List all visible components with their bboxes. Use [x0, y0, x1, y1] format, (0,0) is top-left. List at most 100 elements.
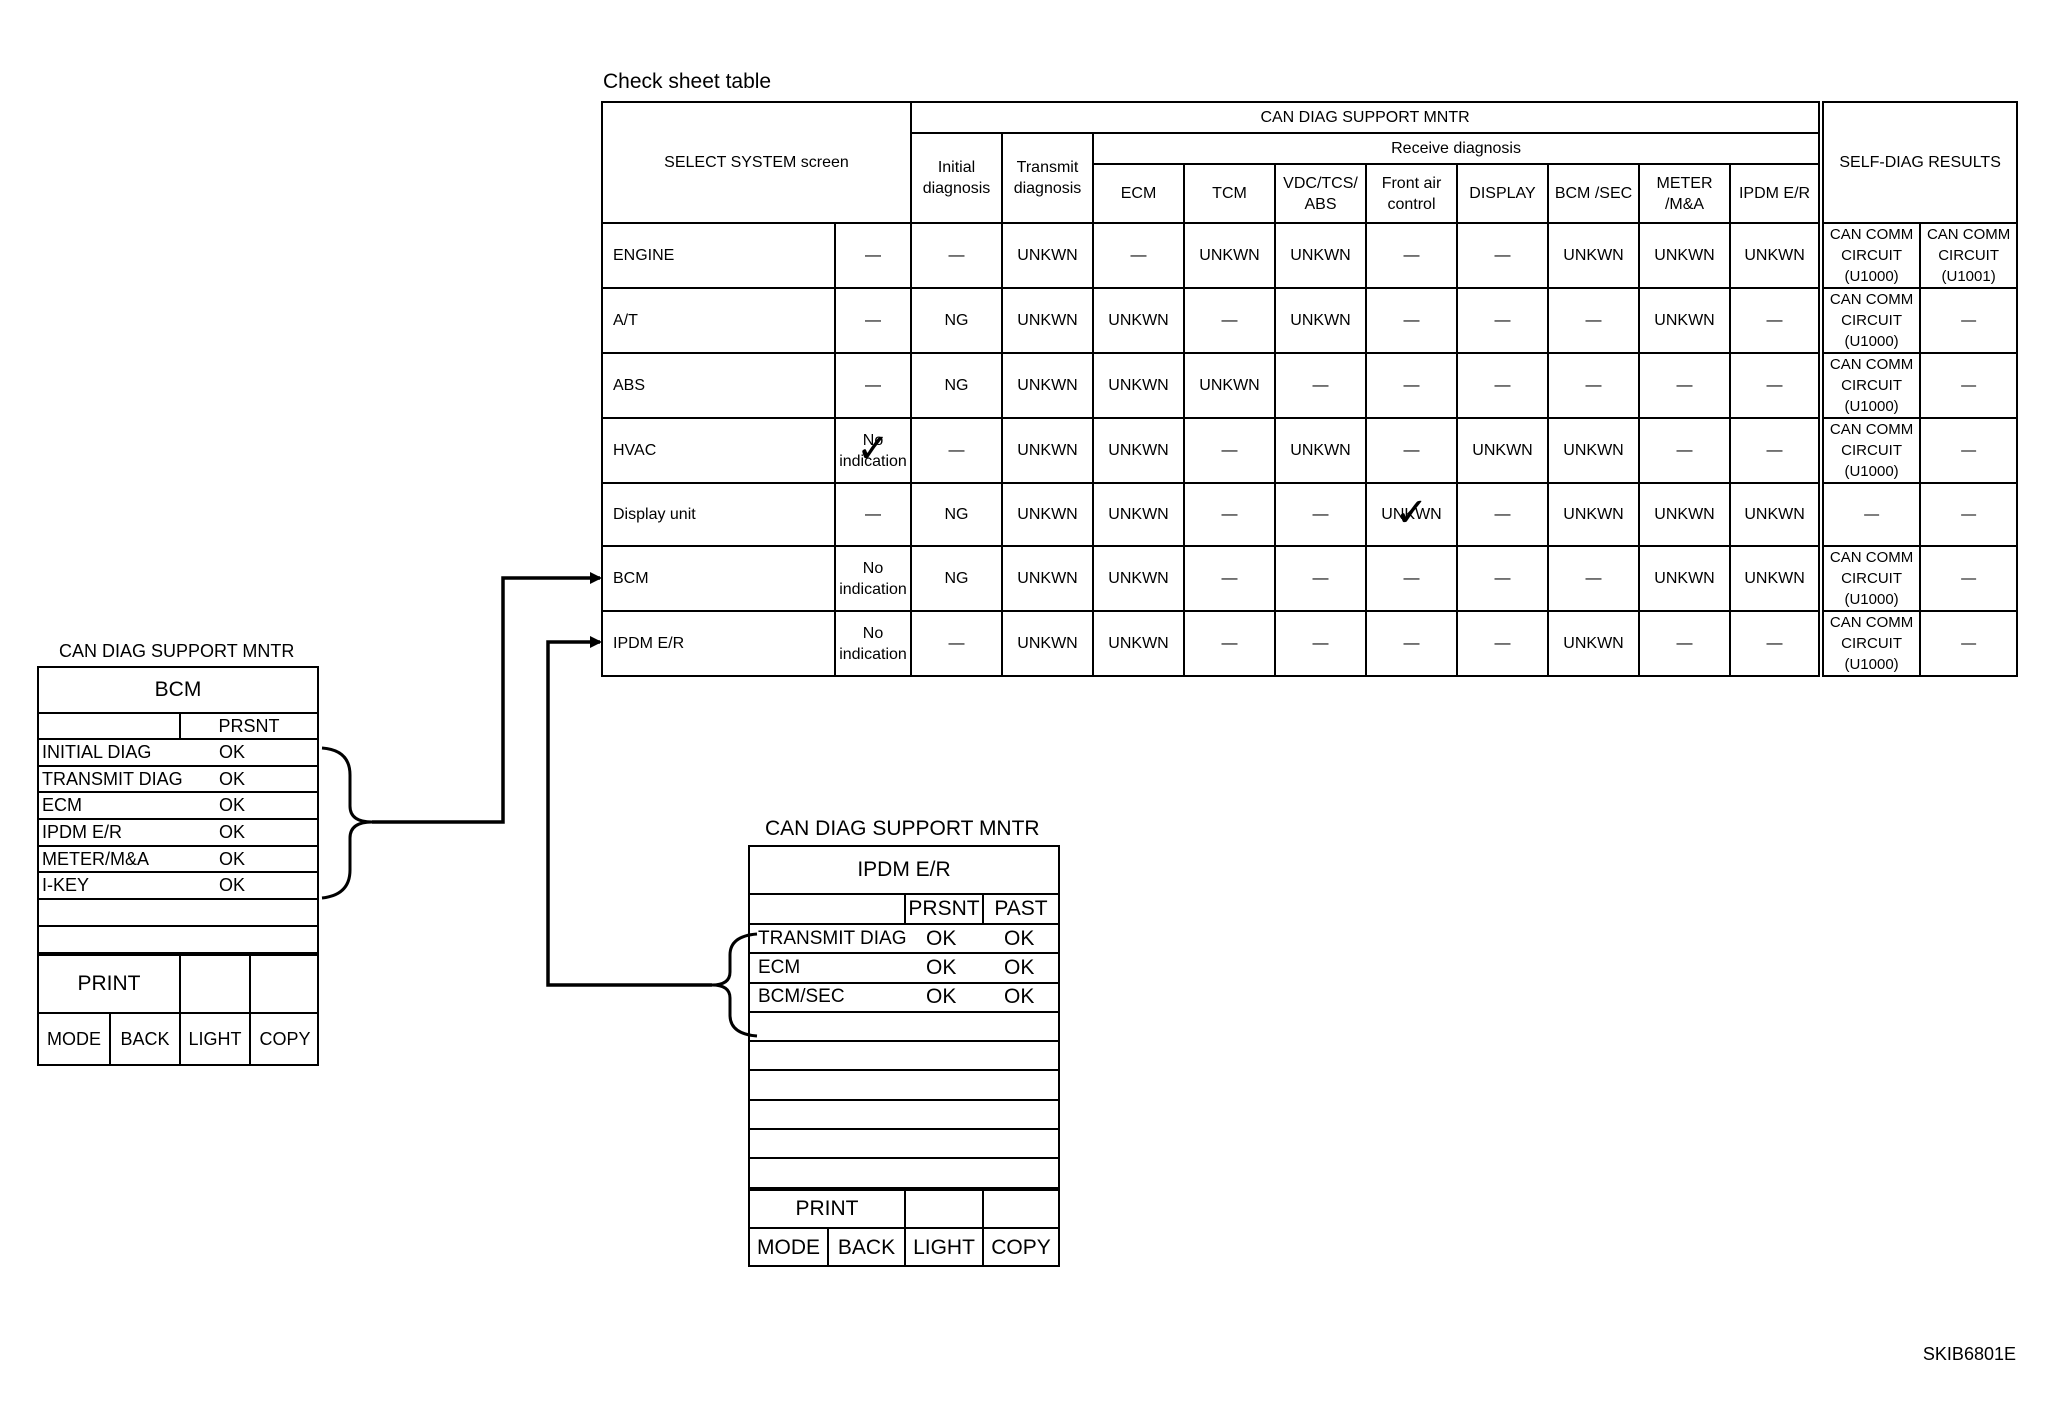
receive-diag-cell: —: [1728, 610, 1823, 677]
empty-row: [750, 1159, 1058, 1189]
receive-diag-cell: UNKWN: [1092, 352, 1185, 419]
receive-diag-cell: UNKWN: [1092, 610, 1185, 677]
self-diag-cell: CAN COMM CIRCUIT (U1000): [1818, 287, 1922, 354]
item-label: ECM: [758, 956, 801, 978]
header-initial-diagnosis: Initial diagnosis: [910, 132, 1003, 224]
item-prsnt-value: OK: [926, 985, 957, 1009]
receive-diag-cell: —: [1638, 610, 1731, 677]
receive-diag-cell: UNKWN: [1728, 545, 1823, 612]
item-label: BCM/SEC: [758, 986, 845, 1008]
item-prsnt-value: OK: [219, 848, 246, 869]
select-system-cell: —: [834, 287, 912, 354]
self-diag-cell: CAN COMM CIRCUIT (U1000): [1818, 610, 1922, 677]
ipdm-print-button[interactable]: PRINT: [795, 1197, 859, 1220]
receive-diag-cell: UNKWN: [1638, 287, 1731, 354]
transmit-diag-cell: UNKWN: [1001, 352, 1094, 419]
check-sheet-title: Check sheet table: [603, 70, 772, 93]
receive-diag-cell: UNKWN: [1638, 222, 1731, 289]
self-diag-cell: —: [1919, 482, 2019, 547]
receive-diag-cell: —: [1456, 287, 1549, 354]
self-diag-cell: CAN COMM CIRCUIT (U1001): [1919, 222, 2019, 289]
item-label: I-KEY: [42, 875, 90, 896]
ipdm-col-prsnt: PRSNT: [908, 897, 980, 920]
header-receive-col: Front air control: [1365, 163, 1458, 224]
ipdm-button-row: MODE BACK LIGHT COPY: [750, 1229, 1058, 1267]
bcm-screen-caption: CAN DIAG SUPPORT MNTR: [59, 641, 295, 661]
receive-diag-cell: —: [1365, 417, 1458, 484]
receive-diag-cell: —: [1728, 352, 1823, 419]
receive-diag-cell: —: [1274, 352, 1367, 419]
select-system-cell: No indication: [834, 545, 912, 612]
bcm-title-row: BCM: [39, 668, 317, 714]
receive-diag-cell: —: [1365, 610, 1458, 677]
receive-diag-cell: UNKWN: [1274, 417, 1367, 484]
receive-diag-cell: UNKWN: [1183, 222, 1276, 289]
item-prsnt-value: OK: [926, 955, 957, 979]
empty-row: [750, 1013, 1058, 1043]
self-diag-cell: CAN COMM CIRCUIT (U1000): [1818, 352, 1922, 419]
system-name-cell: Display unit: [601, 482, 836, 547]
select-system-cell: No indication: [834, 610, 912, 677]
system-name-cell: BCM: [601, 545, 836, 612]
ipdm-copy-button[interactable]: COPY: [991, 1236, 1051, 1259]
receive-diag-cell: UNKWN: [1728, 222, 1823, 289]
initial-diag-cell: —: [910, 222, 1003, 289]
empty-row: [750, 1042, 1058, 1072]
item-past-value: OK: [1004, 985, 1035, 1009]
receive-diag-cell: —: [1365, 287, 1458, 354]
bcm-copy-button[interactable]: COPY: [259, 1028, 311, 1049]
header-receive-col: BCM /SEC: [1547, 163, 1640, 224]
bcm-arrow: [372, 572, 602, 824]
bcm-back-button[interactable]: BACK: [120, 1028, 170, 1049]
ipdm-title-row: IPDM E/R: [750, 847, 1058, 895]
self-diag-cell: —: [1919, 610, 2019, 677]
self-diag-cell: —: [1919, 545, 2019, 612]
bcm-mode-button[interactable]: MODE: [47, 1028, 101, 1049]
item-prsnt-value: OK: [219, 795, 246, 816]
ipdm-screen-title: IPDM E/R: [857, 858, 951, 881]
transmit-diag-cell: UNKWN: [1001, 545, 1094, 612]
item-label: TRANSMIT DIAG: [42, 768, 183, 789]
list-item: BCM/SEC OK OK: [750, 984, 1058, 1013]
header-receive-col: IPDM E/R: [1728, 163, 1823, 224]
item-prsnt-value: OK: [926, 926, 957, 950]
bcm-light-button[interactable]: LIGHT: [188, 1028, 242, 1049]
receive-diag-cell: UNKWN: [1728, 482, 1823, 547]
ipdm-brace: [711, 932, 758, 1038]
initial-diag-cell: NG: [910, 545, 1003, 612]
self-diag-cell: —: [1818, 482, 1922, 547]
receive-diag-cell: —: [1183, 545, 1276, 612]
bcm-brace: [321, 746, 373, 900]
check-mark-icon: ✓: [856, 425, 890, 472]
receive-diag-cell: —: [1365, 222, 1458, 289]
self-diag-cell: —: [1919, 287, 2019, 354]
header-receive-col: METER /M&A: [1638, 163, 1731, 224]
receive-diag-cell: UNKWN: [1638, 545, 1731, 612]
initial-diag-cell: NG: [910, 352, 1003, 419]
select-system-cell: —: [834, 222, 912, 289]
self-diag-cell: —: [1919, 352, 2019, 419]
ipdm-back-button[interactable]: BACK: [837, 1236, 896, 1259]
receive-diag-cell: UNKWN: [1092, 287, 1185, 354]
ipdm-mode-button[interactable]: MODE: [757, 1236, 820, 1259]
ipdm-arrow: [546, 636, 712, 987]
ipdm-light-button[interactable]: LIGHT: [913, 1236, 975, 1259]
item-prsnt-value: OK: [219, 741, 246, 762]
receive-diag-cell: —: [1728, 287, 1823, 354]
empty-row: [750, 1101, 1058, 1131]
receive-diag-cell: UNKWN: [1547, 222, 1640, 289]
item-prsnt-value: OK: [219, 821, 246, 842]
transmit-diag-cell: UNKWN: [1001, 287, 1094, 354]
receive-diag-cell: —: [1547, 352, 1640, 419]
bcm-print-button[interactable]: PRINT: [77, 972, 141, 995]
self-diag-cell: CAN COMM CIRCUIT (U1000): [1818, 222, 1922, 289]
receive-diag-cell: —: [1728, 417, 1823, 484]
system-name-cell: HVAC: [601, 417, 836, 484]
transmit-diag-cell: UNKWN: [1001, 610, 1094, 677]
